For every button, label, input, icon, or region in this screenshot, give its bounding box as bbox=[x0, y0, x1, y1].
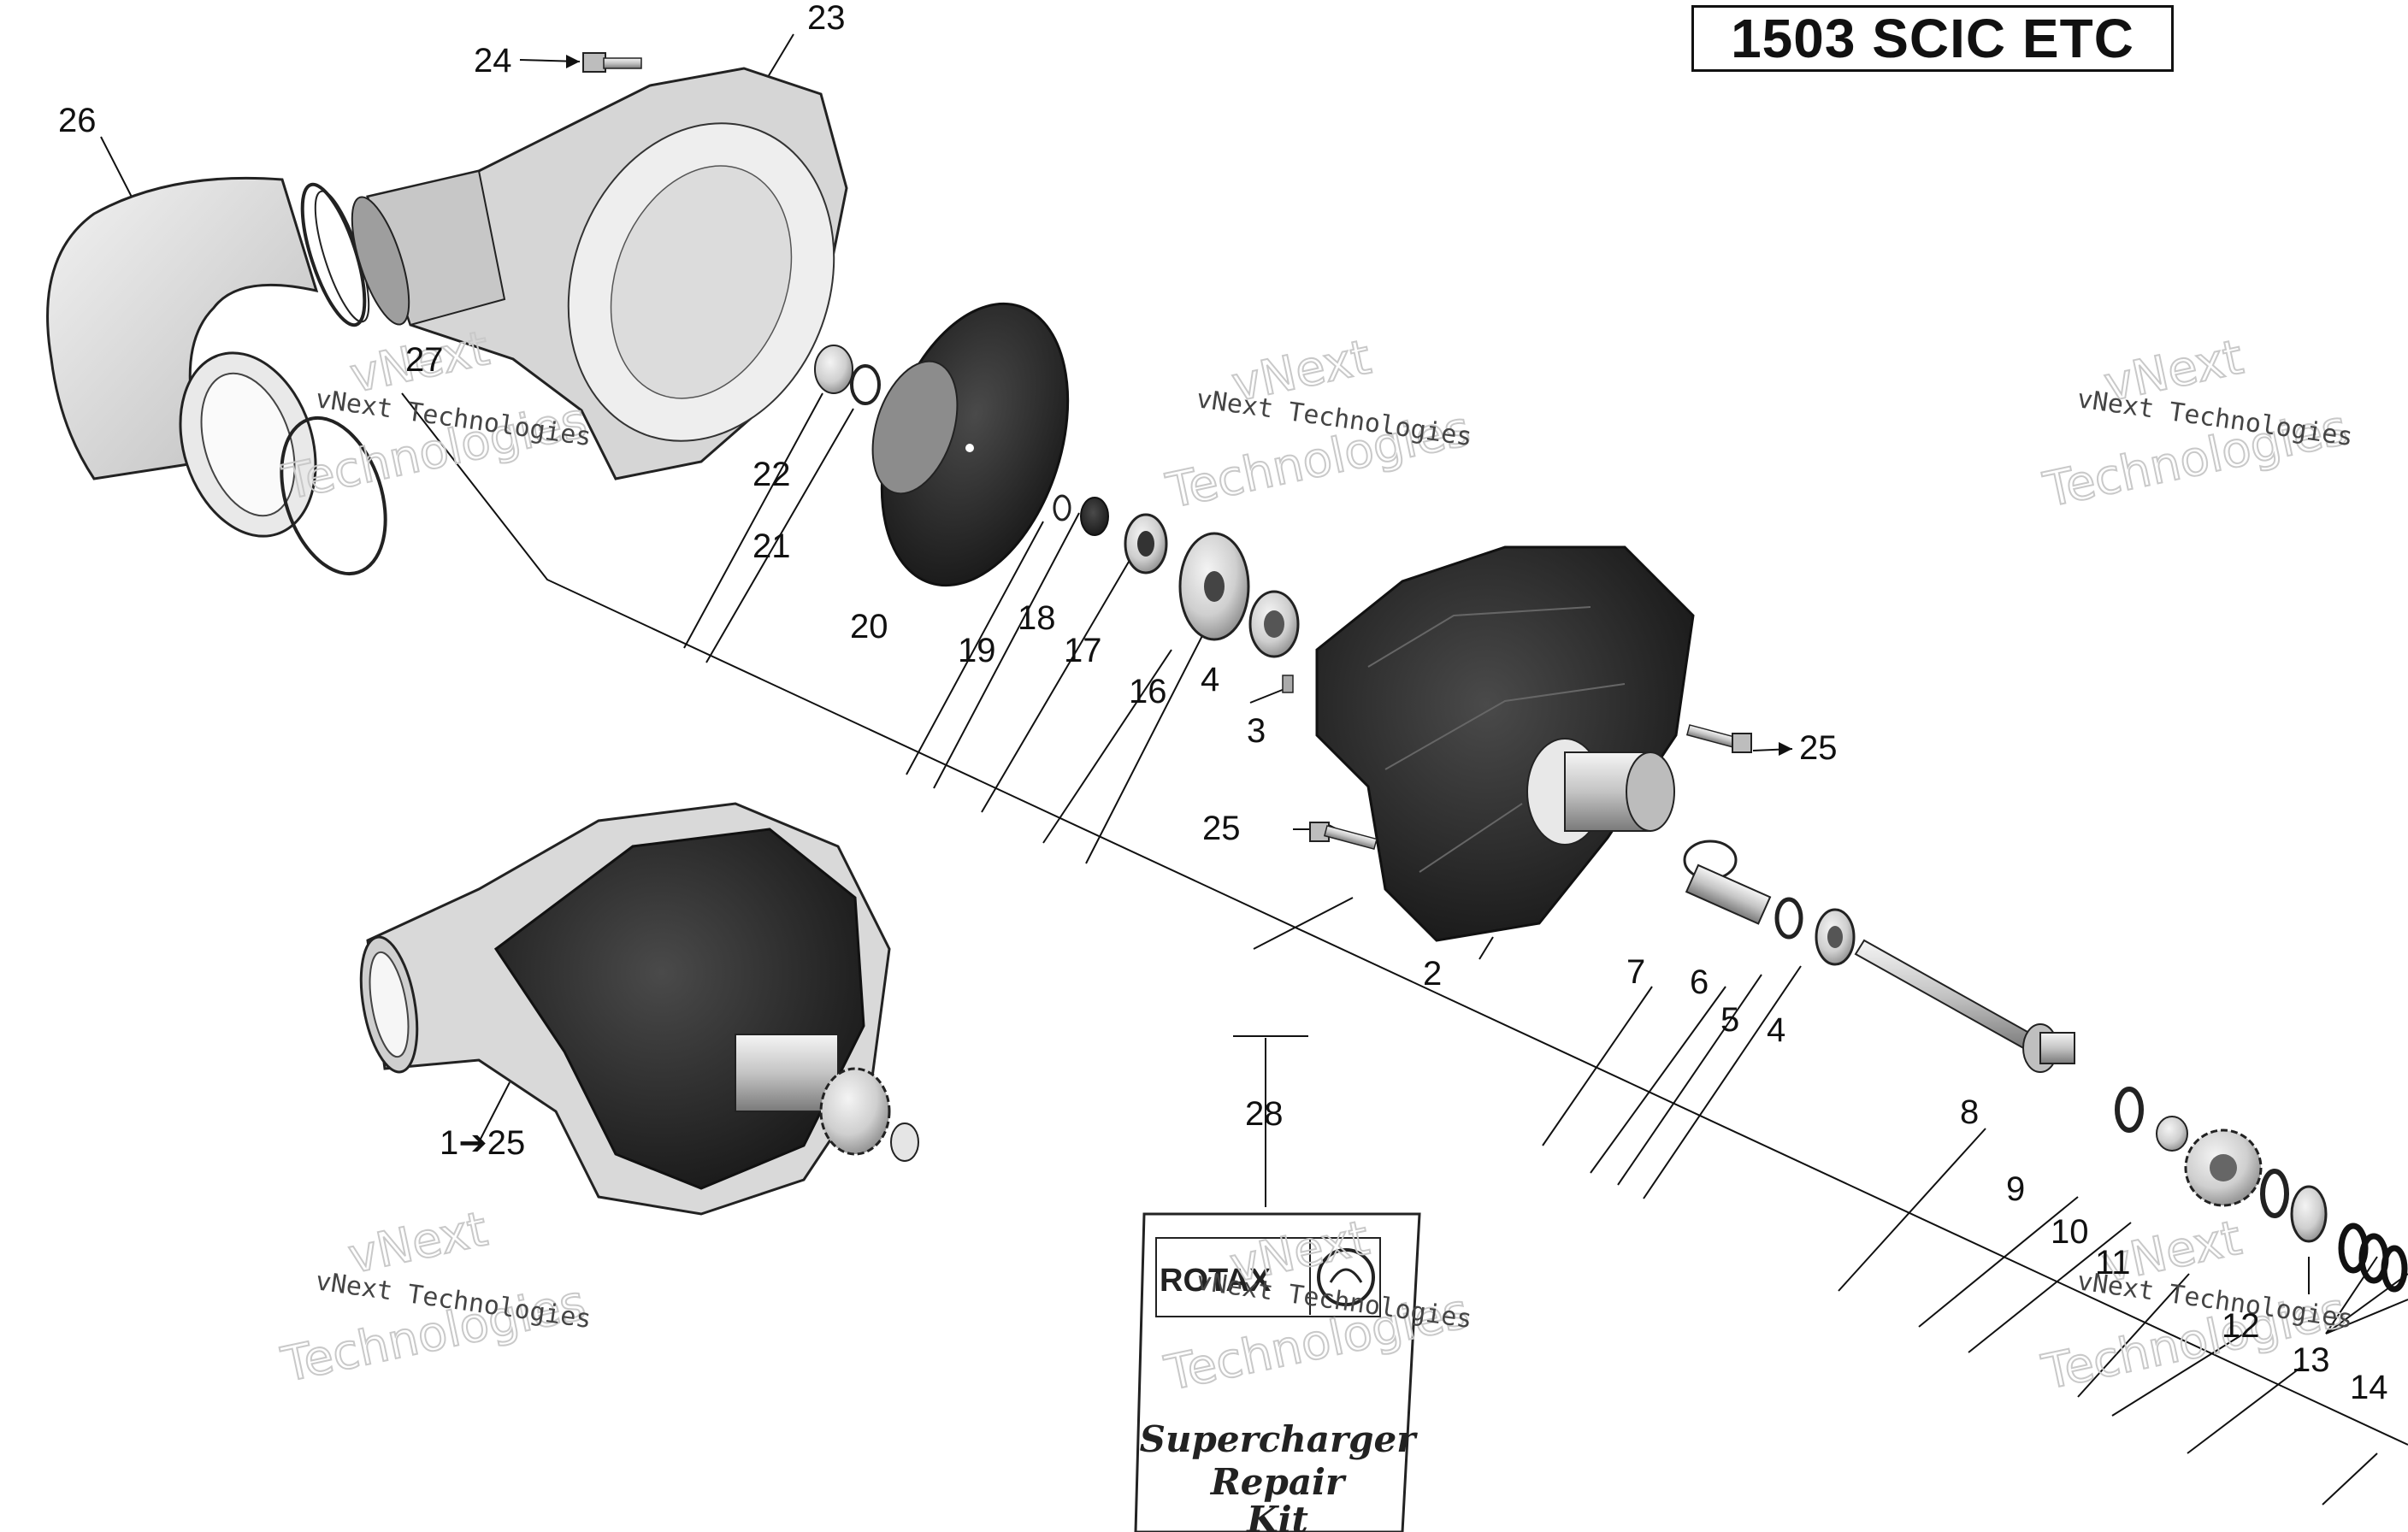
callout-19: 19 bbox=[958, 632, 996, 669]
callout-13: 13 bbox=[2292, 1341, 2330, 1379]
pin-3 bbox=[1282, 675, 1294, 693]
washer-12 bbox=[2260, 1169, 2289, 1218]
bolt-25-upper bbox=[1685, 724, 1752, 753]
drive-shaft-8 bbox=[1854, 939, 2075, 1073]
callout-2: 2 bbox=[1423, 955, 1442, 993]
supercharger-housing-2 bbox=[1315, 545, 1695, 942]
kit-brand: ROTAX bbox=[1160, 1263, 1272, 1299]
callout-14: 14 bbox=[2350, 1369, 2388, 1406]
callout-25-upper: 25 bbox=[1799, 729, 1838, 767]
callout-10: 10 bbox=[2051, 1213, 2089, 1251]
seal-18 bbox=[1080, 497, 1109, 536]
bolt-25-lower bbox=[1309, 822, 1378, 851]
callout-25-lower: 25 bbox=[1202, 810, 1241, 847]
callout-11: 11 bbox=[2095, 1244, 2131, 1282]
callout-7: 7 bbox=[1626, 953, 1645, 991]
callout-labels: 23 24 26 27 22 21 20 19 18 17 16 4 3 25 … bbox=[58, 0, 2388, 1406]
callout-16: 16 bbox=[1129, 673, 1167, 710]
spacer-22 bbox=[814, 345, 853, 394]
disc-springs-14 bbox=[2338, 1223, 2408, 1293]
callout-22: 22 bbox=[752, 456, 791, 493]
callout-17: 17 bbox=[1064, 632, 1102, 669]
callout-24: 24 bbox=[474, 42, 512, 80]
kit-line2: Repair bbox=[1210, 1461, 1347, 1503]
callout-4-upper: 4 bbox=[1201, 661, 1219, 698]
callout-18: 18 bbox=[1018, 599, 1056, 637]
callout-21: 21 bbox=[752, 527, 791, 565]
model-title: 1503 SCIC ETC bbox=[1731, 8, 2134, 69]
o-ring-19 bbox=[1053, 494, 1071, 521]
callout-4-lower: 4 bbox=[1767, 1011, 1785, 1049]
model-title-box: 1503 SCIC ETC bbox=[1691, 5, 2174, 72]
compressor-housing-23 bbox=[351, 67, 848, 480]
callout-1-25: 1➔25 bbox=[440, 1124, 525, 1162]
kit-line1: Supercharger bbox=[1140, 1418, 1419, 1460]
washer-21 bbox=[850, 364, 881, 405]
arrow-25a bbox=[1779, 742, 1792, 756]
callout-27: 27 bbox=[405, 341, 444, 379]
kit-line3: Kit bbox=[1246, 1499, 1308, 1532]
complete-supercharger-assembly bbox=[359, 802, 919, 1216]
washer-5 bbox=[1774, 897, 1803, 940]
sleeve-6 bbox=[1685, 863, 1772, 925]
callout-23: 23 bbox=[807, 0, 846, 37]
callout-3: 3 bbox=[1247, 712, 1266, 750]
callout-28: 28 bbox=[1245, 1095, 1284, 1133]
spacer-13 bbox=[2290, 1185, 2328, 1243]
callout-12: 12 bbox=[2222, 1307, 2260, 1345]
callout-5: 5 bbox=[1720, 1001, 1739, 1039]
impeller-20 bbox=[871, 302, 1070, 587]
callout-9: 9 bbox=[2006, 1170, 2025, 1208]
callout-8: 8 bbox=[1960, 1093, 1979, 1131]
washer-9 bbox=[2115, 1087, 2144, 1133]
bushing-10 bbox=[2156, 1116, 2188, 1152]
bolt-24 bbox=[582, 52, 642, 73]
callout-26: 26 bbox=[58, 102, 97, 139]
arrow-24 bbox=[566, 55, 580, 68]
repair-kit-28: ROTAX Supercharger Repair Kit bbox=[1134, 1212, 1421, 1532]
assembly-axis-line bbox=[401, 392, 2408, 1446]
callout-6: 6 bbox=[1690, 963, 1709, 1001]
callout-20: 20 bbox=[850, 608, 888, 645]
gear-11 bbox=[2184, 1128, 2263, 1207]
